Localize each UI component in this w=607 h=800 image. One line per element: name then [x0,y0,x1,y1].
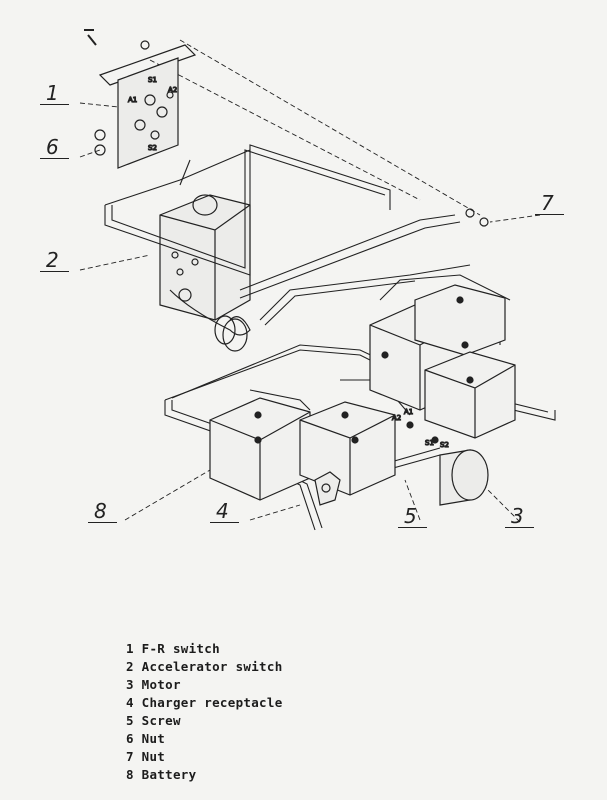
cables [104,144,556,531]
accelerator-switch [159,194,251,352]
callout-6: 6 [40,136,69,159]
legend-item: 1 F-R switch [126,641,220,656]
callout-8: 8 [88,500,117,523]
terminal-tag: S2 [440,441,449,449]
terminal-tag: A1 [404,408,413,416]
terminal-tag: A1 [128,96,137,104]
callout-2: 2 [40,249,69,272]
wiring-diagram: S1 A2 A1 S2 [79,29,556,531]
terminal-tag: A2 [168,86,177,94]
legend-item: 5 Screw [126,713,181,728]
terminal-tag: A2 [392,414,401,422]
leader-lines [79,39,541,523]
terminal-tag: S1 [148,76,157,84]
legend-item: 7 Nut [126,749,166,764]
legend-item: 8 Battery [126,767,197,782]
legend-item: 6 Nut [126,731,166,746]
terminal-tag: S1 [425,439,434,447]
legend-item: 4 Charger receptacle [126,695,283,710]
batteries [209,284,516,501]
callout-7: 7 [535,192,564,215]
nut-7 [465,208,489,227]
callout-4: 4 [210,500,239,523]
callout-5: 5 [398,505,427,528]
callout-3: 3 [505,505,534,528]
parts-legend: 1 F-R switch 2 Accelerator switch 3 Moto… [126,640,283,784]
battery-terminals [254,296,474,444]
legend-item: 2 Accelerator switch [126,659,283,674]
fr-switch: S1 A2 A1 S2 [84,29,197,169]
motor [439,449,489,506]
legend-item: 3 Motor [126,677,181,692]
charger-receptacle [314,471,341,506]
terminal-tag: S2 [148,144,157,152]
callout-1: 1 [40,82,69,105]
